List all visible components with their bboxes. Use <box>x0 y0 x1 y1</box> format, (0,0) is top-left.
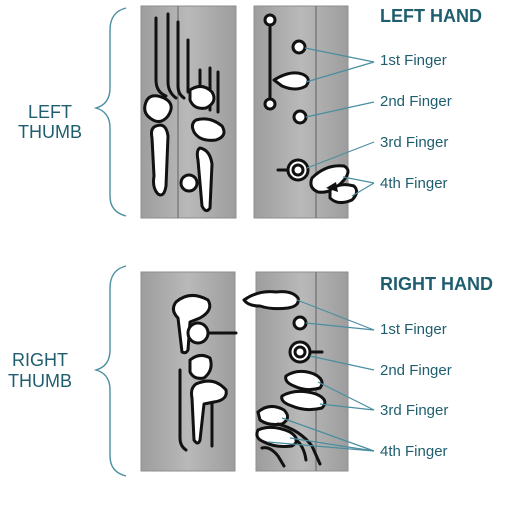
right-finger-1-label: 1st Finger <box>380 321 447 338</box>
right-thumb-brace <box>93 265 127 477</box>
left-finger-1-label: 1st Finger <box>380 52 447 69</box>
right-finger-2-label: 2nd Finger <box>380 362 452 379</box>
left-key-1 <box>291 39 307 55</box>
right-pinky-key-b <box>255 425 298 448</box>
right-finger-4-label: 4th Finger <box>380 443 448 460</box>
right-leader-lines <box>267 299 375 452</box>
thumb-pad <box>179 173 199 193</box>
left-thumb-label-line2: THUMB <box>18 122 82 142</box>
left-thumb-keys <box>143 12 226 213</box>
left-finger-4-label: 4th Finger <box>380 175 448 192</box>
left-hand-section: LEFT HAND 1st Finger 2nd Finger 3rd Fing… <box>18 5 482 219</box>
right-side-key-b <box>190 379 228 445</box>
left-key-2 <box>292 109 308 125</box>
right-thumb-pad <box>186 321 210 345</box>
left-hand-title: LEFT HAND <box>380 6 482 26</box>
right-thumb-keys <box>171 294 238 452</box>
right-hand-section: RIGHT HAND 1st Finger 2nd Finger 3rd Fin… <box>8 265 493 477</box>
left-pinky-key-a <box>309 164 350 194</box>
right-pinky-key-a <box>256 405 289 426</box>
right-hand-title: RIGHT HAND <box>380 274 493 294</box>
octave-key <box>143 94 173 123</box>
right-finger-3-label: 3rd Finger <box>380 402 448 419</box>
right-thumb-label-line1: RIGHT <box>12 350 68 370</box>
front-f-key <box>272 71 310 91</box>
left-thumb-brace <box>93 7 127 217</box>
left-finger-3-label: 3rd Finger <box>380 134 448 151</box>
right-key-1 <box>292 315 308 331</box>
palm-key-lower <box>190 117 226 142</box>
left-front-keys <box>263 13 359 205</box>
thumb-rest-key <box>150 123 170 197</box>
left-finger-2-label: 2nd Finger <box>380 93 452 110</box>
right-side-key-a <box>188 353 213 380</box>
left-leader-lines <box>304 47 375 197</box>
right-key-3b <box>280 389 327 412</box>
side-key-left <box>195 146 214 213</box>
palm-key-upper <box>188 85 216 110</box>
right-front-keys <box>242 290 327 468</box>
right-key-3a <box>284 369 324 392</box>
right-side-trill-key <box>242 290 300 311</box>
right-thumb-label-line2: THUMB <box>8 371 72 391</box>
left-thumb-label-line1: LEFT <box>28 102 72 122</box>
